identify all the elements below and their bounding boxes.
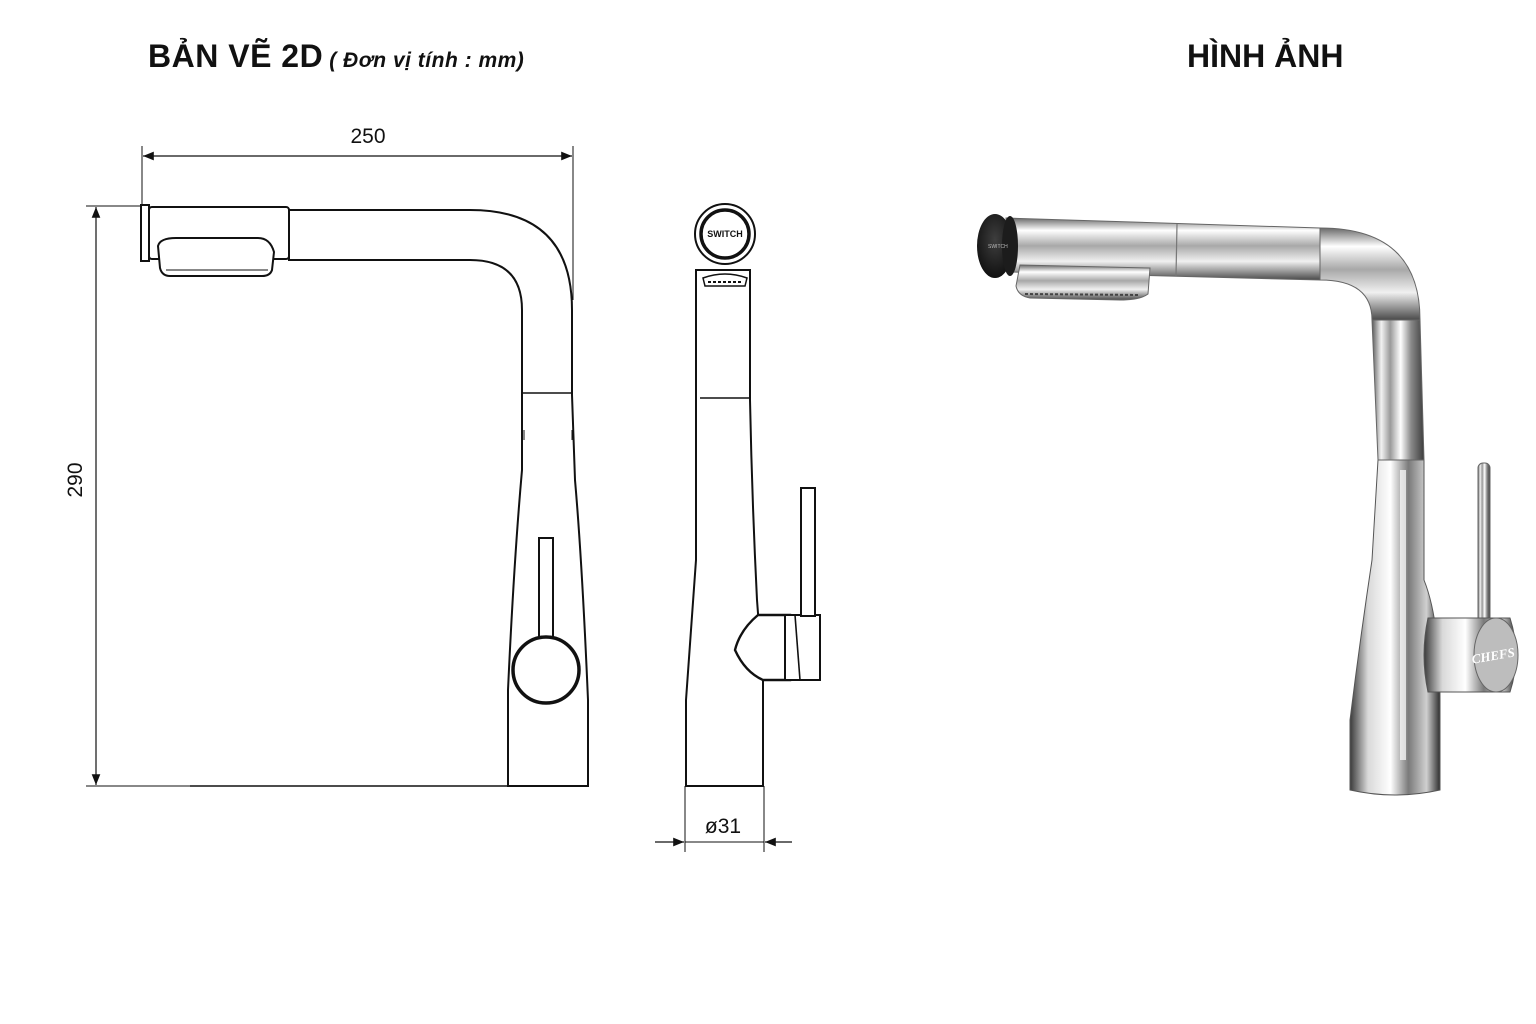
side-lever-hub — [733, 613, 792, 682]
brand-logo-text: CHEFS — [1471, 644, 1516, 666]
side-lever-cap — [784, 614, 821, 681]
spray-nozzle — [156, 237, 276, 277]
image-title: HÌNH ẢNH — [1187, 38, 1344, 74]
drawing-title-text: BẢN VẼ 2D — [148, 38, 324, 74]
width-dimension-label: 250 — [350, 125, 385, 148]
product-image: SWITCH CHEFS — [977, 214, 1519, 796]
diameter-label: ø31 — [705, 815, 741, 838]
chrome-elbow — [1319, 227, 1421, 321]
spray-head-cap — [140, 204, 150, 262]
drawing-unit-label: ( Đơn vị tính : mm) — [329, 49, 525, 72]
drawing-title: BẢN VẼ 2D( Đơn vị tính : mm) — [148, 38, 524, 75]
height-dimension-label: 290 — [64, 462, 87, 497]
chrome-lever-stick — [1477, 462, 1491, 634]
switch-label: SWITCH — [707, 229, 743, 239]
chrome-base-body — [1349, 459, 1441, 796]
lever-handle-front — [538, 537, 554, 639]
chrome-spray-nozzle — [1015, 264, 1151, 301]
faucet-body-outline — [288, 209, 589, 787]
side-view: SWITCH ø31 — [655, 203, 821, 852]
cap-switch-label: SWITCH — [988, 244, 1008, 250]
front-view: 250 290 — [64, 125, 589, 787]
side-lever-handle — [800, 487, 816, 617]
side-body-outline — [685, 269, 764, 787]
chrome-neck — [1371, 319, 1425, 461]
lever-hub-front — [511, 635, 581, 705]
